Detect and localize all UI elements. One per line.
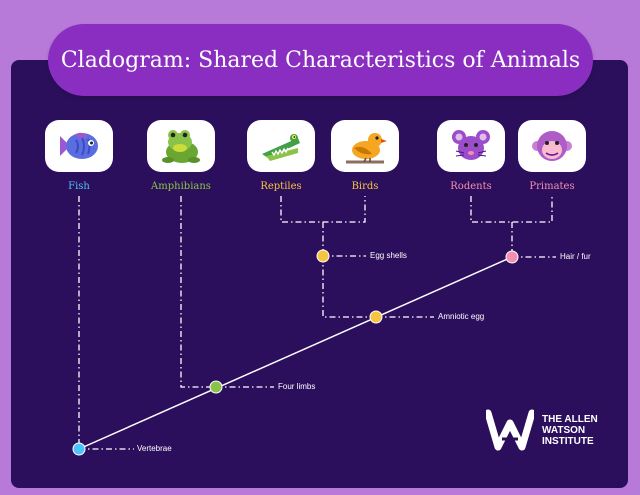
- amniotic-egg-node: [369, 310, 383, 324]
- trait-label-hair-fur: Hair / fur: [560, 252, 591, 261]
- egg-shells-node: [316, 249, 330, 263]
- rat-card: [437, 120, 505, 172]
- frog-card: [147, 120, 215, 172]
- page-title: Cladogram: Shared Characteristics of Ani…: [48, 24, 593, 96]
- rat-icon: [452, 130, 490, 160]
- trait-label-four-limbs: Four limbs: [278, 382, 316, 391]
- monkey-card: [518, 120, 586, 172]
- frog-icon: [162, 130, 200, 163]
- fish-card: [45, 120, 113, 172]
- taxon-label-reptiles: Reptiles: [260, 181, 302, 192]
- logo-line-3: INSTITUTE: [542, 435, 594, 447]
- amphibian-branch: [180, 196, 216, 388]
- crocodile-card: [247, 120, 315, 172]
- taxon-label-fish: Fish: [68, 181, 90, 192]
- logo-line-2: WATSON: [542, 424, 586, 436]
- taxon-label-rodents: Rodents: [450, 181, 492, 192]
- fish-icon: [60, 132, 98, 159]
- trait-label-egg-shells: Egg shells: [370, 251, 407, 260]
- four-limbs-node: [209, 380, 223, 394]
- hair-fur-node: [505, 250, 519, 264]
- institute-logo: THE ALLEN WATSON INSTITUTE: [486, 409, 598, 451]
- rodent-primate-bracket: [470, 196, 553, 223]
- trait-label-vertebrae: Vertebrae: [137, 444, 172, 453]
- taxon-label-primates: Primates: [529, 181, 575, 192]
- trait-label-amniotic-egg: Amniotic egg: [438, 312, 485, 321]
- logo-text: THE ALLEN WATSON INSTITUTE: [542, 414, 598, 447]
- bird-card: [331, 120, 399, 172]
- reptile-bird-bracket: [280, 196, 366, 223]
- crocodile-icon: [262, 134, 300, 161]
- taxon-label-birds: Birds: [351, 181, 379, 192]
- taxon-label-amphibians: Amphibians: [151, 181, 211, 192]
- monkey-icon: [532, 131, 572, 161]
- main-axis-line: [78, 256, 513, 450]
- egg-shell-drop: [322, 256, 376, 318]
- vertebrae-node: [72, 442, 86, 456]
- bird-icon: [346, 133, 387, 164]
- logo-line-1: THE ALLEN: [542, 413, 598, 425]
- logo-mark-icon: [486, 409, 534, 451]
